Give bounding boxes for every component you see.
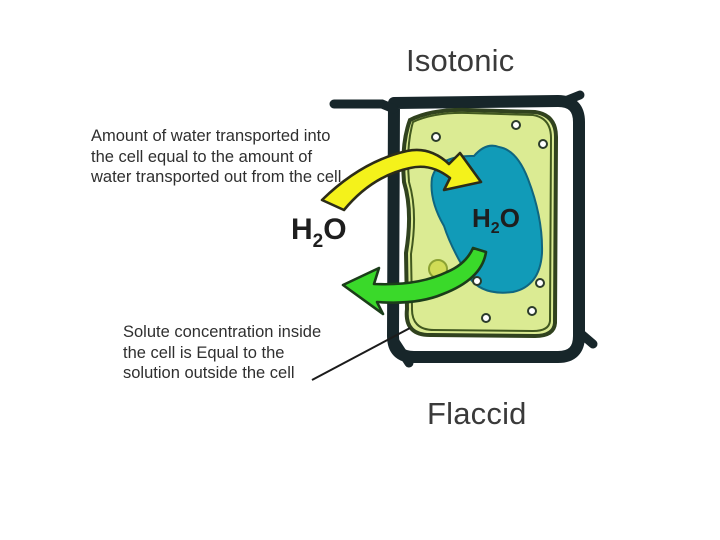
flaccid-label: Flaccid <box>427 396 527 432</box>
organelle-dot <box>539 140 547 148</box>
organelle-dot <box>482 314 490 322</box>
inside-water-subscript: 2 <box>491 220 500 237</box>
isotonic-title: Isotonic <box>406 43 514 79</box>
organelle-dot <box>432 133 440 141</box>
outside-water-suffix: O <box>323 213 346 246</box>
water-transport-note: Amount of water transported into the cel… <box>91 126 351 188</box>
organelle-dot <box>473 277 481 285</box>
organelle-dot <box>536 279 544 287</box>
cell-wall-top-left-spike <box>334 104 394 109</box>
outside-water-subscript: 2 <box>313 231 324 252</box>
inside-water-formula: H2O <box>472 203 520 238</box>
inside-water-suffix: O <box>500 203 520 233</box>
organelle-dot <box>528 307 536 315</box>
cell-wall-top-right-spike <box>565 95 580 101</box>
cell-wall-bottom-left-spike <box>394 340 409 363</box>
outside-water-base: H <box>291 213 313 246</box>
outside-water-formula: H2O <box>291 213 347 253</box>
solute-concentration-note: Solute concentration inside the cell is … <box>123 322 323 384</box>
inside-water-base: H <box>472 203 491 233</box>
organelle-dot <box>512 121 520 129</box>
